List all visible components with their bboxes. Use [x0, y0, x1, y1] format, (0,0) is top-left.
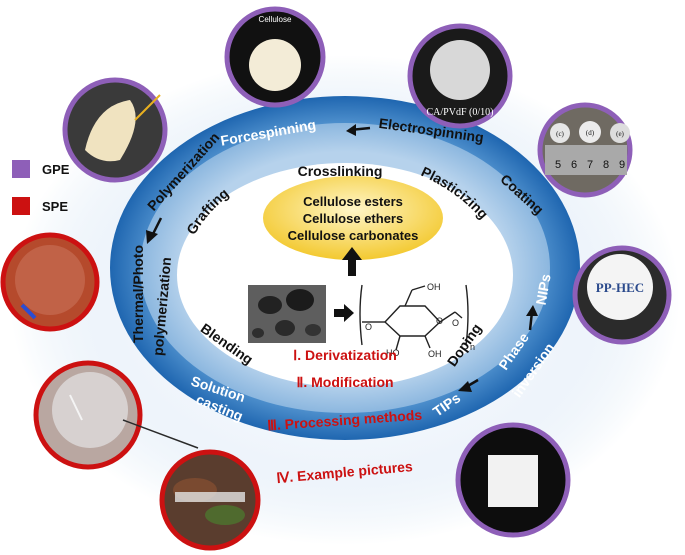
- down-arrow-icon: [146, 217, 163, 244]
- photo-cellulose-label: Cellulose: [259, 15, 292, 24]
- method-crosslinking: Crosslinking: [298, 163, 383, 179]
- left-arrow-small-icon: [458, 378, 479, 392]
- coating-label-d: (d): [586, 129, 595, 137]
- photo-tips: [455, 422, 571, 538]
- method-thermal-photo: Thermal/Photo: [130, 245, 146, 343]
- photo-solution-casting: [33, 360, 143, 470]
- sem-image: [248, 285, 326, 343]
- svg-text:OH: OH: [427, 282, 441, 292]
- legend-gpe-label: GPE: [42, 161, 70, 177]
- ruler-9: 9: [619, 159, 625, 171]
- photo-coating: (c) (d) (e) 5 6 7 8 9: [537, 102, 633, 198]
- right-arrow-icon: [334, 304, 354, 322]
- svg-text:HO: HO: [386, 348, 400, 358]
- repeat-subscript: n: [470, 342, 475, 352]
- ruler-6: 6: [571, 159, 577, 171]
- svg-text:O: O: [452, 318, 459, 328]
- svg-text:O: O: [436, 316, 443, 326]
- svg-text:O: O: [365, 322, 372, 332]
- photo-connector: [122, 419, 199, 449]
- up-arrow-small-icon: [526, 305, 538, 331]
- legend-spe-swatch: [12, 197, 30, 215]
- photo-ca-pvdf: CA/PVdF (0/10): [407, 23, 513, 129]
- level-modification: Ⅱ. Modification: [296, 374, 393, 390]
- ruler-8: 8: [603, 159, 609, 171]
- method-nips: NIPs: [533, 273, 554, 307]
- center-line-2: Cellulose ethers: [303, 211, 403, 226]
- photo-thermal: [0, 232, 100, 332]
- legend-spe: SPE: [12, 197, 68, 215]
- coating-label-e: (e): [616, 130, 624, 138]
- photo-pp-hec: PP-HEC: [572, 245, 672, 345]
- up-arrow-icon: [342, 247, 362, 276]
- photo-leaf-membrane: [159, 449, 261, 551]
- photo-ca-pvdf-label: CA/PVdF (0/10): [427, 107, 494, 118]
- photo-cellulose: Cellulose: [224, 6, 326, 108]
- legend-gpe-swatch: [12, 160, 30, 178]
- photo-pp-hec-label: PP-HEC: [596, 280, 644, 295]
- ruler-5: 5: [555, 159, 561, 171]
- coating-label-c: (c): [556, 130, 564, 138]
- cellulose-structure: [359, 284, 469, 351]
- structure-labels: OH O O HO OH O: [365, 282, 459, 359]
- level-derivatization: Ⅰ. Derivatization: [293, 347, 397, 363]
- svg-text:OH: OH: [428, 349, 442, 359]
- ruler-7: 7: [587, 159, 593, 171]
- legend-spe-label: SPE: [42, 198, 69, 214]
- photo-polymerization: [62, 77, 168, 183]
- legend-gpe: GPE: [12, 160, 69, 178]
- left-arrow-icon: [346, 124, 371, 136]
- center-line-3: Cellulose carbonates: [288, 228, 419, 243]
- cellulose-derivatives-ellipse: [263, 176, 443, 260]
- center-line-1: Cellulose esters: [303, 194, 403, 209]
